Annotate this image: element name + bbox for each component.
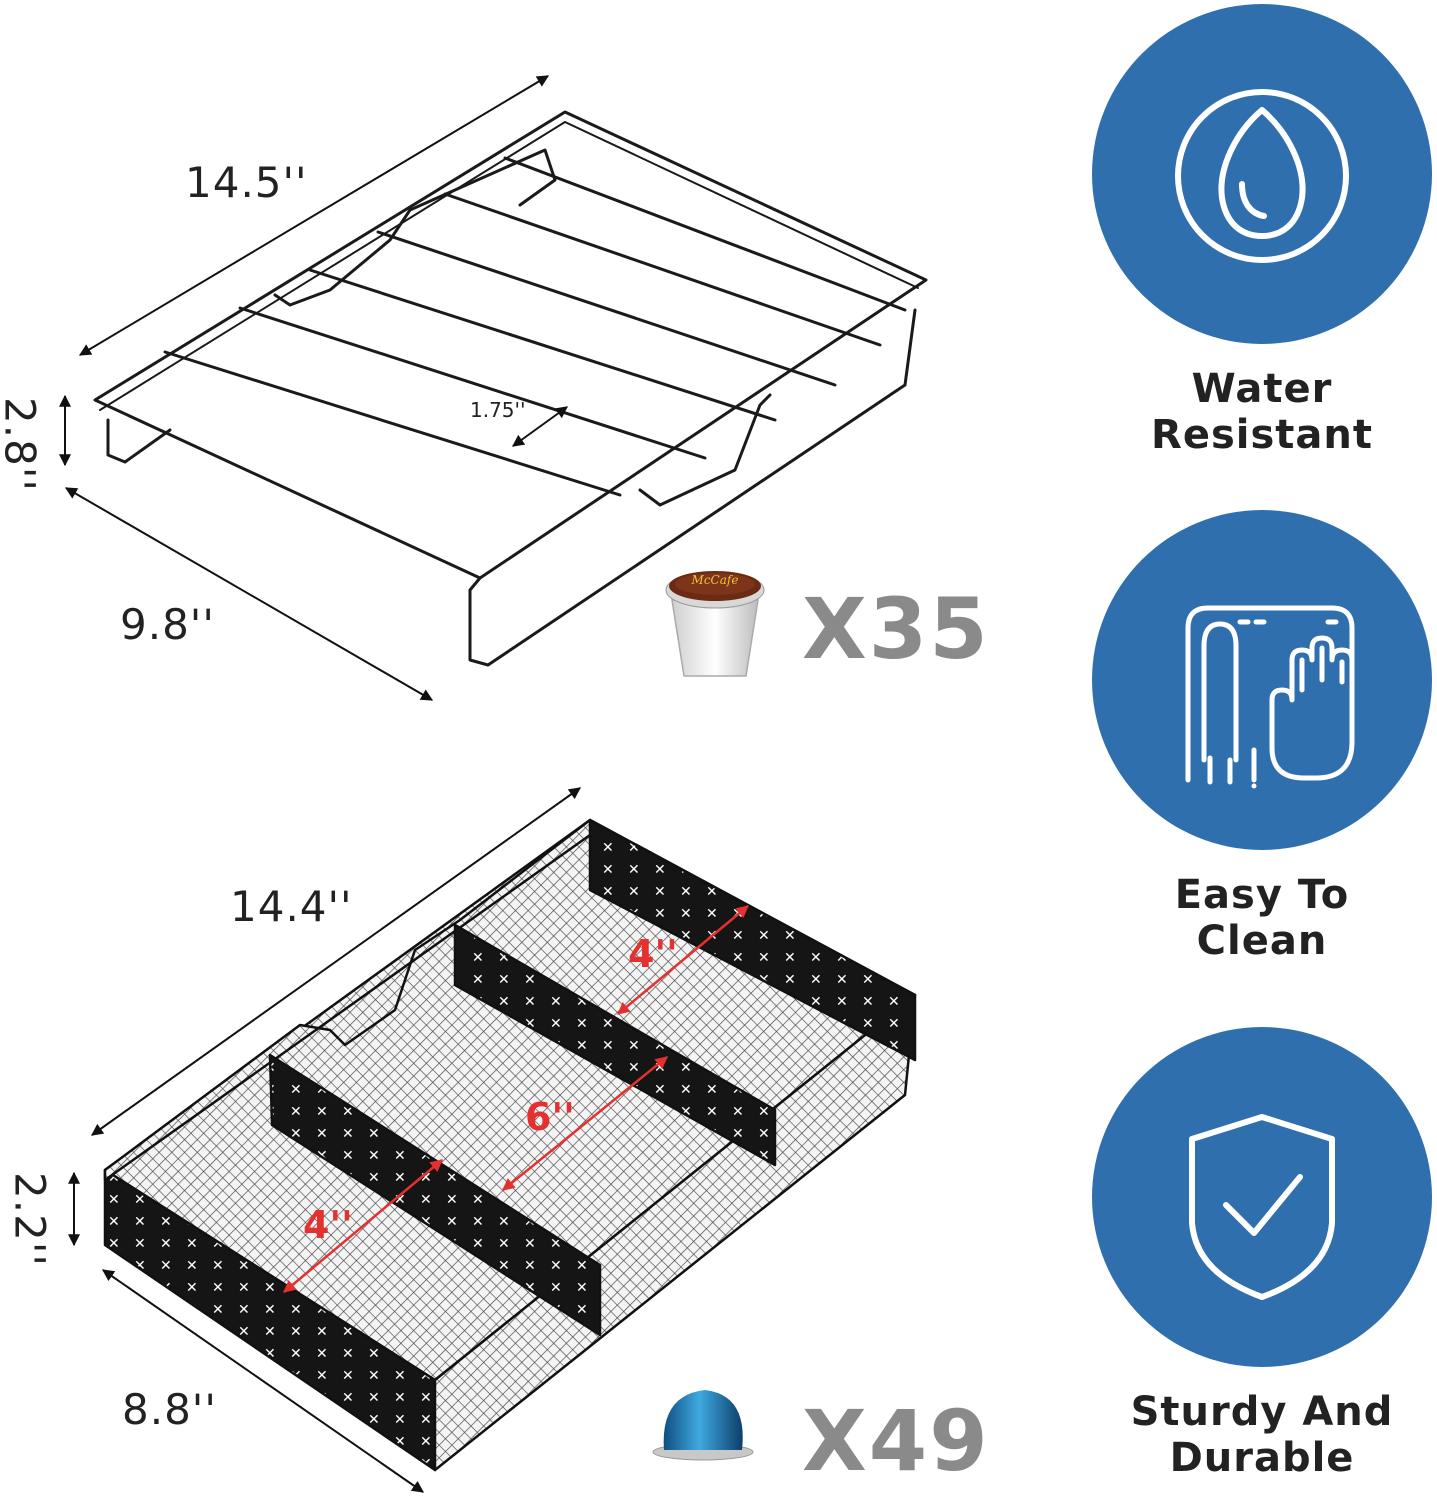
- feature-water-resistant: Water Resistant: [1092, 4, 1432, 458]
- top-capacity-label: X35: [802, 580, 990, 678]
- feature-sturdy-and-durable: Sturdy And Durable: [1092, 1027, 1432, 1481]
- bottom-width-label: 8.8'': [122, 1385, 217, 1434]
- top-length-label: 14.5'': [185, 158, 308, 207]
- feature-label: Water Resistant: [1151, 366, 1373, 458]
- bottom-capacity-label: X49: [802, 1392, 990, 1490]
- slot-arrow-middle: [502, 1056, 668, 1191]
- kcup-pod-icon: McCafe: [665, 571, 765, 677]
- water-drop-icon: [1175, 89, 1349, 263]
- top-width-label: 9.8'': [120, 600, 215, 649]
- top-height-label: 2.8'': [0, 397, 45, 492]
- length-arrow: [91, 787, 581, 1136]
- shield-check-icon: [1189, 1114, 1335, 1300]
- hand-wipe-icon: [1185, 605, 1355, 789]
- feature-easy-to-clean: Easy To Clean: [1092, 510, 1432, 964]
- feature-circle: [1092, 4, 1432, 344]
- slot-near-label: 4'': [303, 1203, 353, 1247]
- spacing-arrow: [512, 406, 568, 447]
- slot-arrow-near: [283, 1159, 443, 1293]
- slot-arrow-far: [617, 905, 749, 1015]
- bottom-height-label: 2.2'': [5, 1172, 55, 1267]
- feature-label: Sturdy And Durable: [1130, 1389, 1394, 1481]
- feature-circle: [1092, 1027, 1432, 1367]
- feature-circle: [1092, 510, 1432, 850]
- svg-text:McCafe: McCafe: [691, 573, 739, 587]
- slot-middle-label: 6'': [525, 1095, 575, 1139]
- top-spacing-label: 1.75'': [470, 398, 526, 422]
- slot-far-label: 4'': [628, 932, 678, 976]
- mesh-rack: [103, 818, 917, 1472]
- bottom-length-label: 14.4'': [230, 882, 353, 931]
- width-arrow: [102, 1269, 424, 1493]
- feature-label: Easy To Clean: [1174, 872, 1350, 964]
- length-arrow: [78, 75, 550, 356]
- vertuo-pod-icon: [652, 1390, 754, 1461]
- width-arrow: [64, 487, 434, 701]
